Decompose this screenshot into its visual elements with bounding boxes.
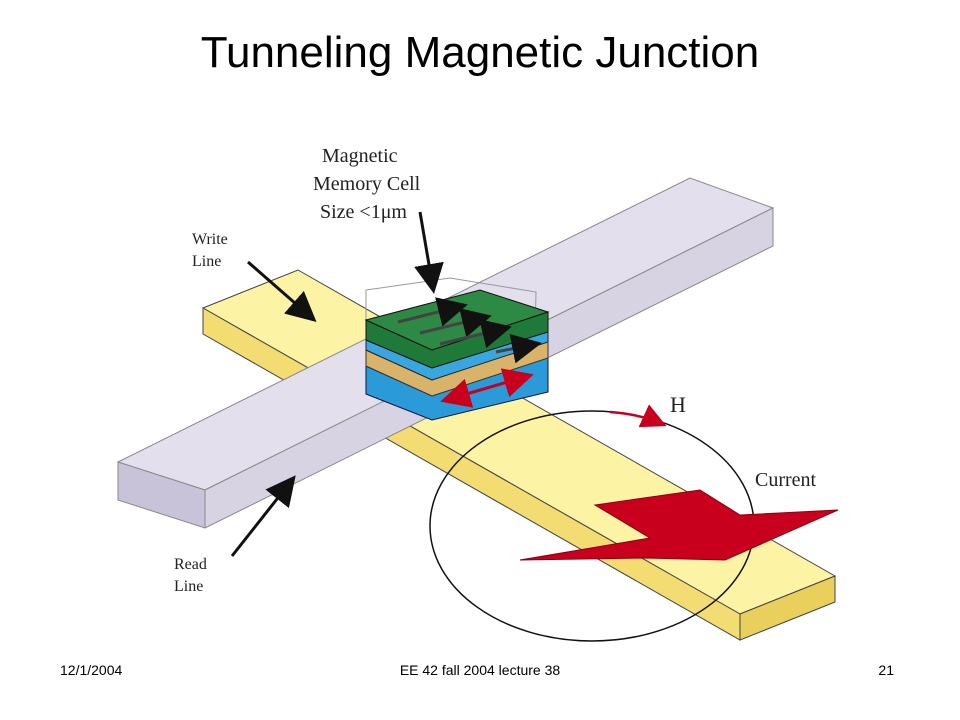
read-label-line2: Line: [174, 578, 203, 595]
footer-date: 12/1/2004: [60, 662, 123, 678]
cell-label-line3: Size <1μm: [320, 201, 407, 223]
current-arrow: [519, 489, 839, 561]
memory-cell-stack: [364, 277, 550, 421]
footer-course: EE 42 fall 2004 lecture 38: [399, 662, 561, 678]
read-pointer-arrow: [230, 475, 296, 557]
current-label: Current: [755, 469, 817, 491]
write-label-line1: Write: [192, 231, 228, 248]
read-label-line1: Read: [174, 556, 207, 573]
cell-label-line1: Magnetic: [322, 145, 398, 167]
field-label: H: [670, 392, 686, 417]
write-pointer-arrow: [247, 260, 317, 322]
footer-page-number: 21: [878, 662, 894, 678]
write-label-line2: Line: [192, 253, 221, 270]
cell-label-line2: Memory Cell: [313, 173, 421, 195]
slide-title: Tunneling Magnetic Junction: [200, 28, 760, 77]
cell-pointer-arrow: [414, 211, 444, 294]
